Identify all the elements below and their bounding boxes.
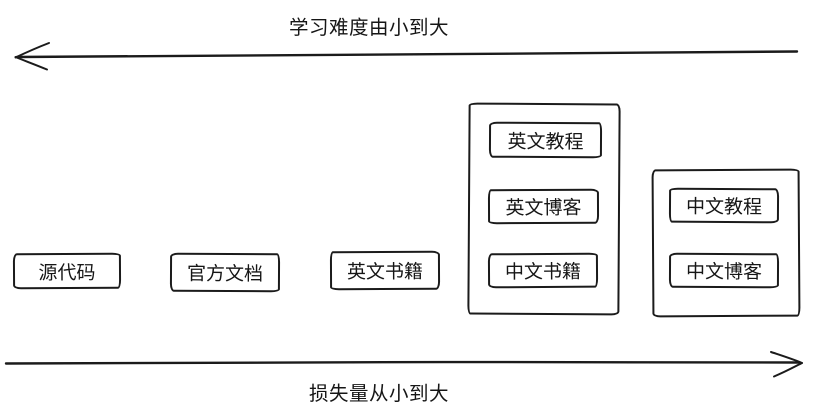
node-english-blogs-label: 英文博客: [505, 196, 582, 220]
node-source-code: 源代码: [12, 252, 122, 290]
node-chinese-blogs-label: 中文博客: [685, 260, 763, 284]
node-chinese-blogs: 中文博客: [668, 252, 780, 289]
loss-axis-label: 损失量从小到大: [309, 382, 450, 405]
node-chinese-books: 中文书籍: [487, 252, 599, 289]
node-english-blogs: 英文博客: [487, 188, 600, 225]
node-english-books-label: 英文书籍: [346, 260, 424, 284]
node-chinese-tutorials-label: 中文教程: [685, 195, 763, 219]
node-source-code-label: 源代码: [38, 261, 96, 284]
difficulty-axis-label: 学习难度由小到大: [289, 16, 450, 39]
node-english-tutorials: 英文教程: [488, 121, 603, 159]
node-chinese-tutorials: 中文教程: [668, 187, 780, 224]
node-official-docs-label: 官方文档: [186, 262, 264, 286]
node-chinese-books-label: 中文书籍: [504, 260, 582, 284]
node-english-tutorials-label: 英文教程: [507, 130, 584, 153]
node-english-books: 英文书籍: [329, 250, 441, 291]
loss-arrow-right-icon: [4, 351, 803, 378]
difficulty-arrow-left-icon: [14, 42, 799, 71]
node-official-docs: 官方文档: [169, 252, 281, 293]
